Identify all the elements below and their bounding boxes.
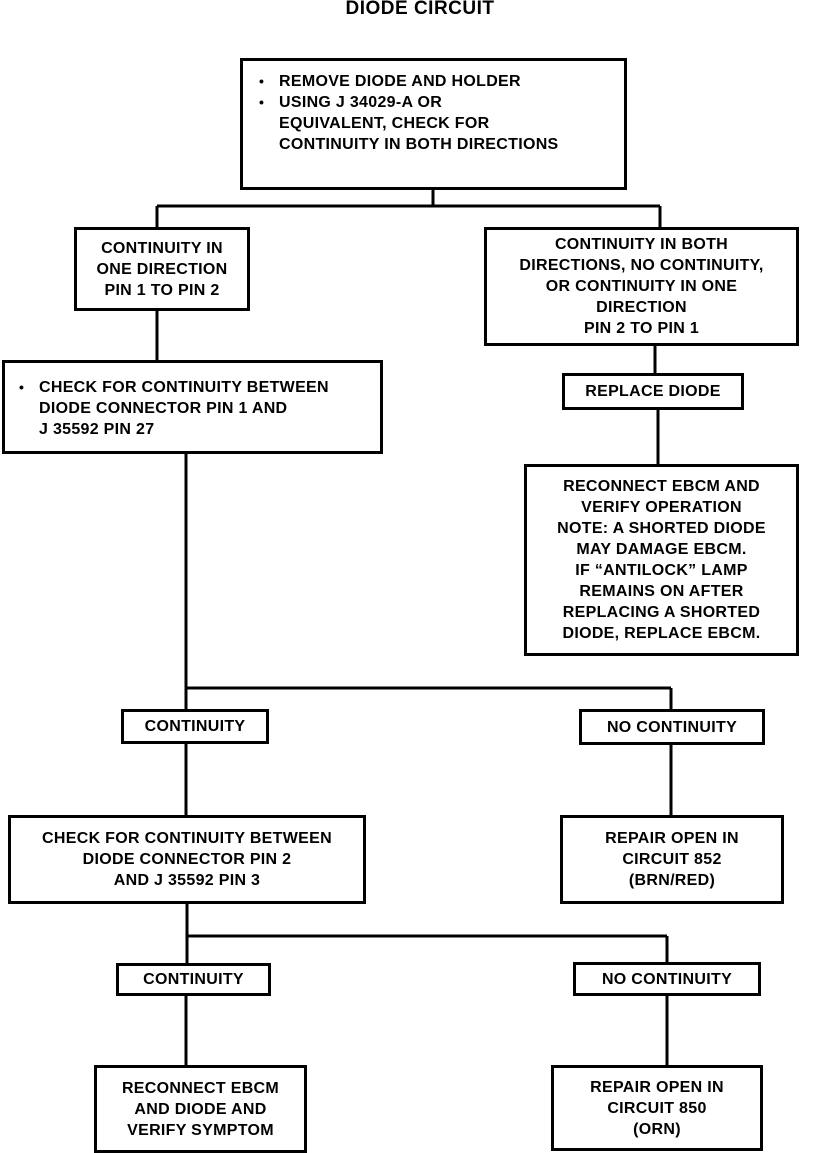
box-text-line: DIRECTION (596, 299, 687, 316)
replace-diode-box: REPLACE DIODE (562, 373, 744, 410)
box-text-line: CONTINUITY IN BOTH DIRECTIONS (279, 136, 559, 153)
box-text-line: DIODE CONNECTOR PIN 2 (82, 851, 292, 868)
bullet-item: • REMOVE DIODE AND HOLDER (259, 71, 614, 92)
box-text-line: NO CONTINUITY (601, 970, 733, 988)
box-text-line: CONTINUITY (143, 971, 244, 988)
box-text-line: MAY DAMAGE EBCM. (576, 541, 747, 558)
box-text-line: DIODE, REPLACE EBCM. (562, 625, 761, 642)
box-text-line: REPAIR OPEN IN (590, 1078, 724, 1096)
box-text-line: REMAINS ON AFTER (579, 583, 744, 600)
box-text-line: CONTINUITY IN BOTH (554, 236, 729, 253)
box-text-line: CHECK FOR CONTINUITY BETWEEN (39, 379, 329, 396)
check-pin1-continuity-box: • CHECK FOR CONTINUITY BETWEEN DIODE CON… (2, 360, 383, 454)
box-text-line: AND DIODE AND (134, 1100, 267, 1118)
box-text-line: CONTINUITY (144, 718, 246, 735)
box-text-line: J 35592 PIN 27 (39, 421, 155, 438)
box-text-line: NO CONTINUITY (606, 718, 738, 736)
reconnect-verify-operation-box: RECONNECT EBCM AND VERIFY OPERATION NOTE… (524, 464, 799, 656)
box-text-line: NOTE: A SHORTED DIODE (557, 520, 766, 537)
box-text-line: PIN 2 TO PIN 1 (583, 320, 700, 337)
continuity-one-direction-box: CONTINUITY IN ONE DIRECTION PIN 1 TO PIN… (74, 227, 250, 311)
box-text-line: OR CONTINUITY IN ONE (545, 278, 738, 295)
box-text-line: AND J 35592 PIN 3 (113, 872, 261, 889)
box-text-line: VERIFY SYMPTOM (127, 1121, 274, 1139)
page-title: DIODE CIRCUIT (345, 0, 495, 19)
box-text-line: ONE DIRECTION (96, 260, 228, 278)
bullet-icon: • (259, 94, 265, 110)
box-text-line: REPLACE DIODE (585, 383, 721, 400)
no-continuity-label-1: NO CONTINUITY (579, 709, 765, 745)
box-text-line: RECONNECT EBCM (121, 1079, 280, 1097)
box-text-line: CIRCUIT 852 (622, 851, 722, 868)
box-text-line: (BRN/RED) (628, 872, 716, 889)
no-continuity-label-2: NO CONTINUITY (573, 962, 761, 996)
bullet-icon: • (19, 379, 25, 395)
reconnect-verify-symptom-box: RECONNECT EBCM AND DIODE AND VERIFY SYMP… (94, 1065, 307, 1153)
box-text-line: VERIFY OPERATION (581, 499, 742, 516)
repair-circuit-852-box: REPAIR OPEN IN CIRCUIT 852 (BRN/RED) (560, 815, 784, 904)
repair-circuit-850-box: REPAIR OPEN IN CIRCUIT 850 (ORN) (551, 1065, 763, 1151)
box-text-line: CIRCUIT 850 (607, 1099, 707, 1117)
bullet-item: • USING J 34029-A OR EQUIVALENT, CHECK F… (259, 92, 614, 155)
box-text-line: IF “ANTILOCK” LAMP (575, 562, 748, 579)
box-text-line: DIODE CONNECTOR PIN 1 AND (39, 400, 288, 417)
box-text-line: EQUIVALENT, CHECK FOR (279, 115, 490, 132)
remove-diode-box: • REMOVE DIODE AND HOLDER • USING J 3402… (240, 58, 627, 190)
box-text-line: CONTINUITY IN (101, 239, 223, 257)
box-text-line: PIN 1 TO PIN 2 (104, 281, 220, 299)
continuity-both-directions-box: CONTINUITY IN BOTH DIRECTIONS, NO CONTIN… (484, 227, 799, 346)
box-text-line: RECONNECT EBCM AND (563, 478, 760, 495)
bullet-icon: • (259, 73, 265, 89)
box-text-line: REMOVE DIODE AND HOLDER (279, 73, 521, 90)
box-text-line: USING J 34029-A OR (279, 94, 443, 111)
box-text-line: REPLACING A SHORTED (562, 604, 761, 621)
continuity-label-2: CONTINUITY (116, 963, 271, 996)
check-pin2-continuity-box: CHECK FOR CONTINUITY BETWEEN DIODE CONNE… (8, 815, 366, 904)
box-text-line: REPAIR OPEN IN (605, 830, 739, 847)
box-text-line: CHECK FOR CONTINUITY BETWEEN (42, 830, 332, 847)
box-text-line: (ORN) (633, 1120, 681, 1138)
box-text-line: DIRECTIONS, NO CONTINUITY, (519, 257, 764, 274)
continuity-label-1: CONTINUITY (121, 709, 269, 744)
